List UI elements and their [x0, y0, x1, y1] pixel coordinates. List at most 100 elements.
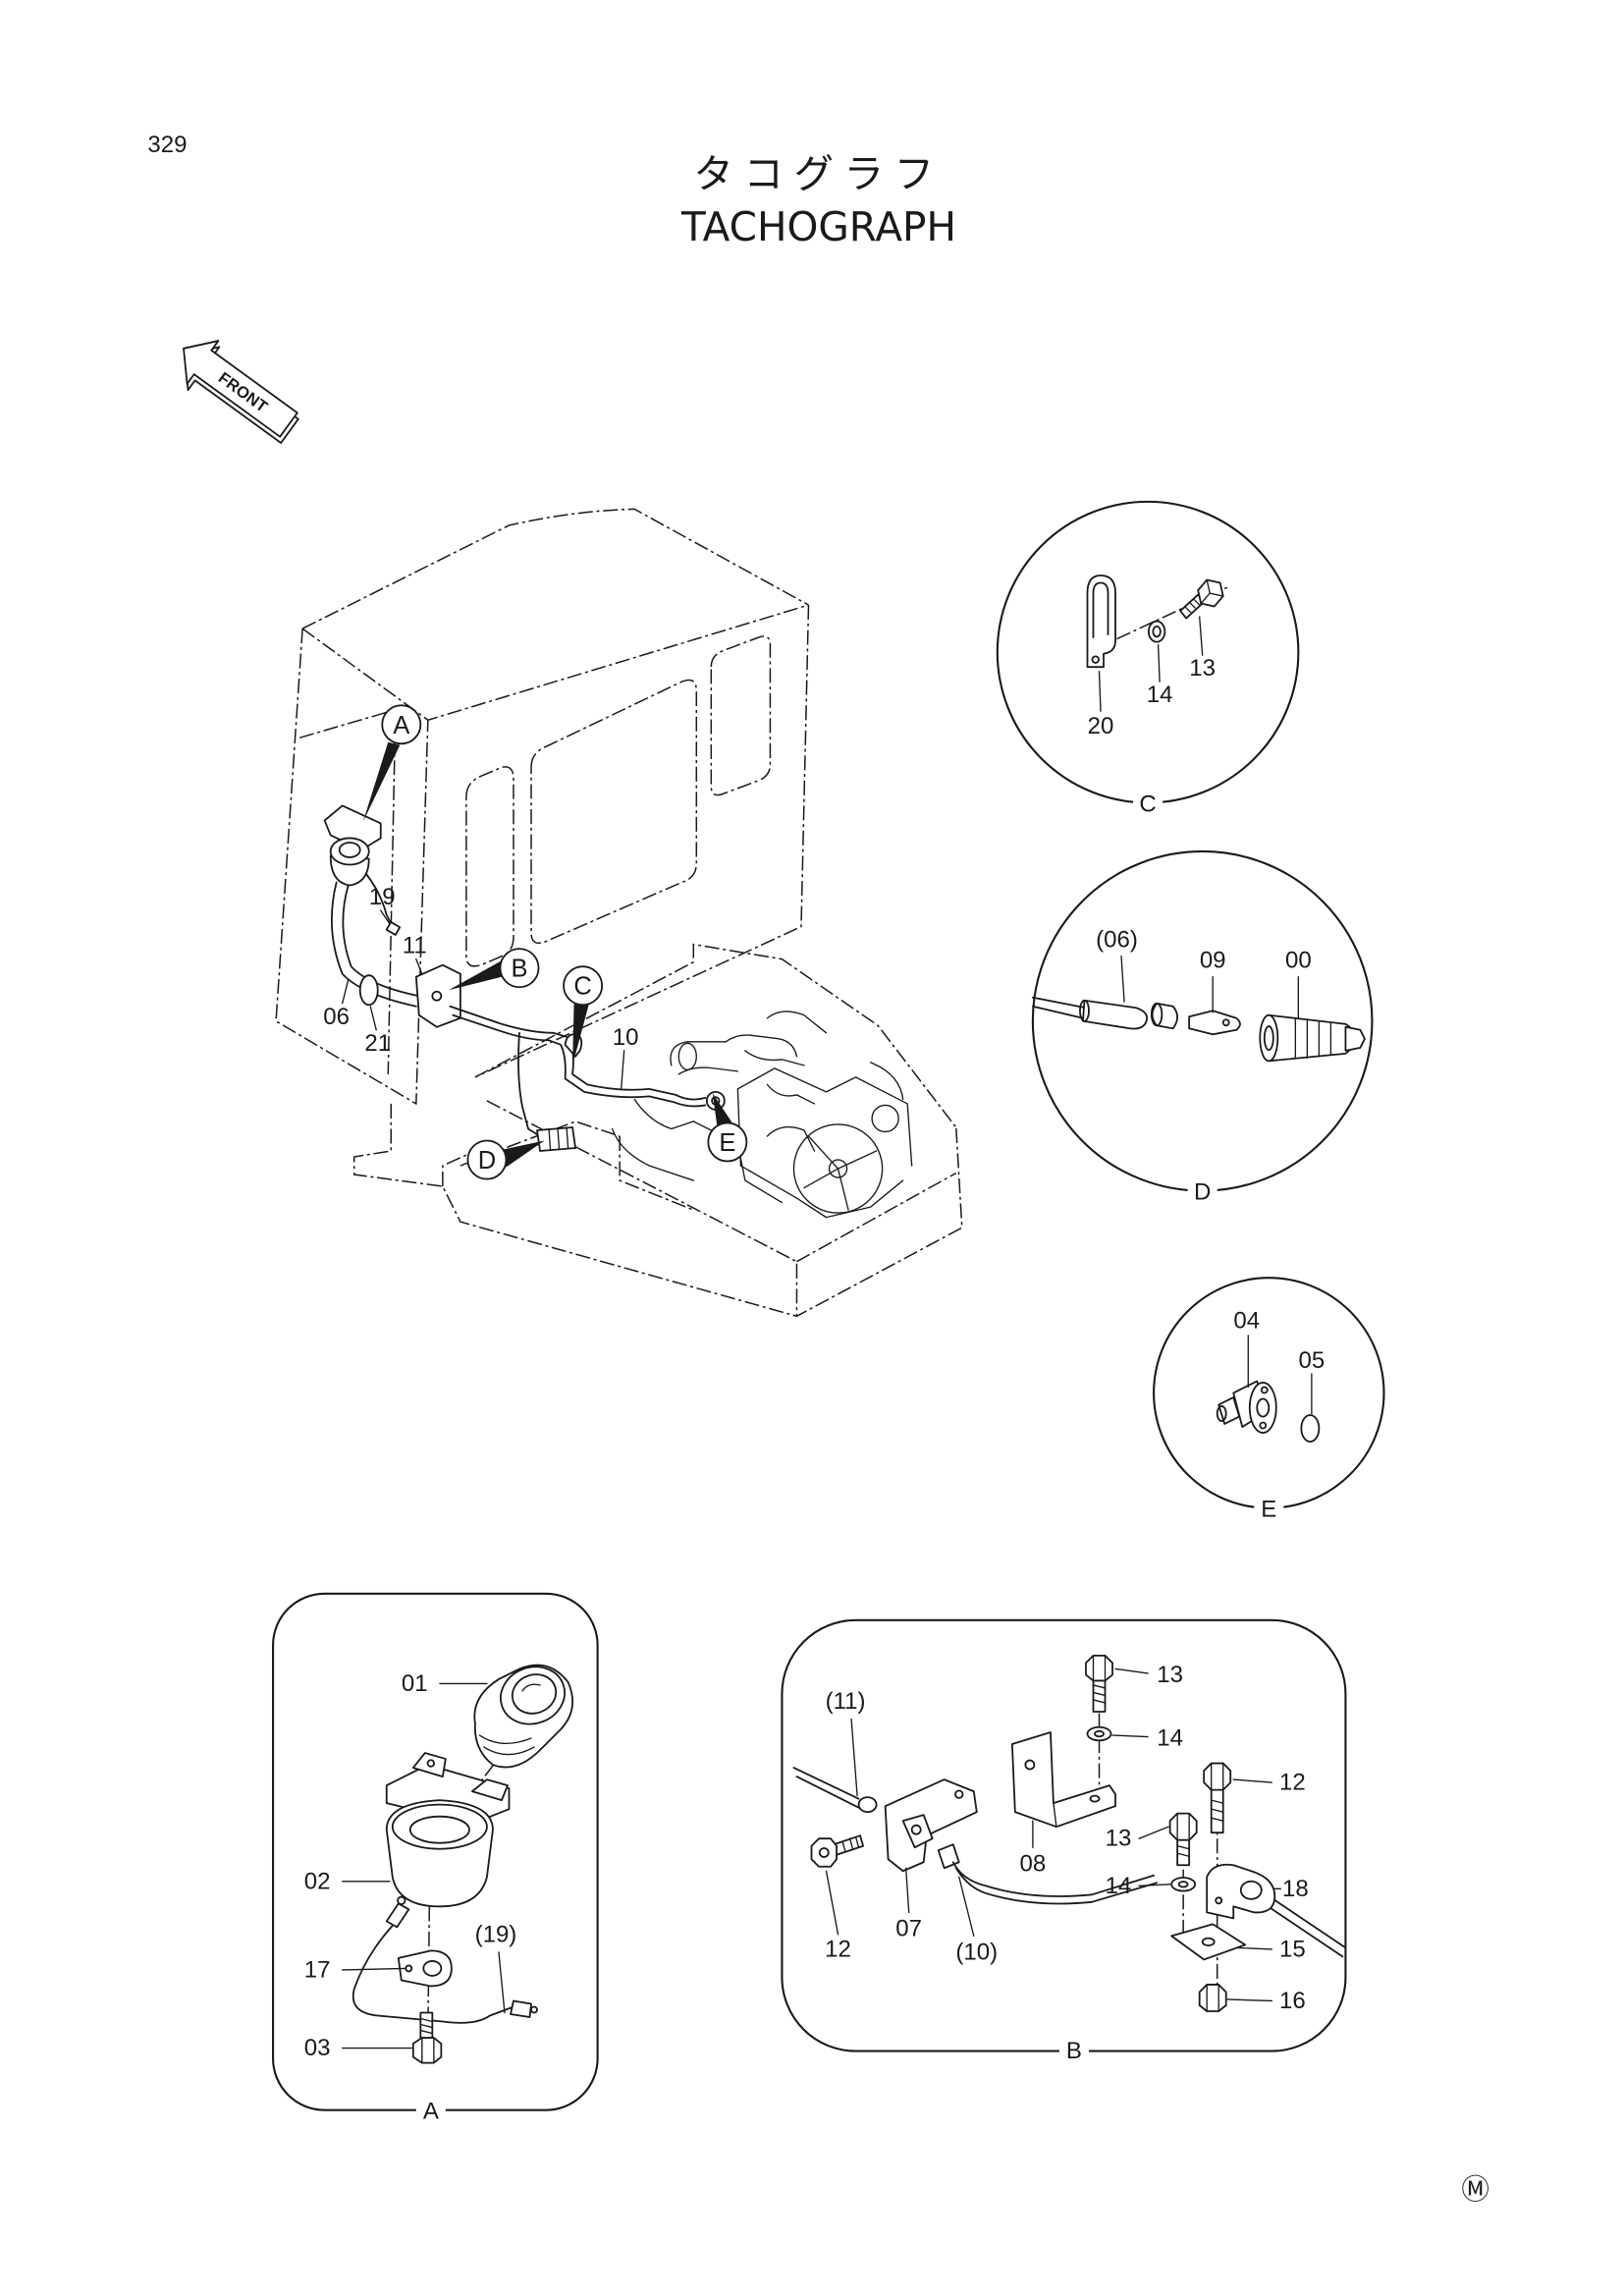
- clamp-21: [358, 974, 379, 1007]
- callout-b-label: B: [511, 956, 527, 983]
- bolt-13-upper: [1085, 1654, 1113, 1713]
- front-arrow-body: [183, 340, 298, 438]
- cab-window-left: [465, 766, 514, 967]
- page-title: TACHOGRAPH: [680, 203, 956, 250]
- detail-b-part-08: 08: [1020, 1850, 1047, 1877]
- harness-19: [364, 872, 394, 928]
- tachograph-assembly-in-cab: [323, 804, 726, 1152]
- bracket-11: [414, 963, 461, 1028]
- detail-b-part-15: 15: [1279, 1936, 1306, 1962]
- detail-b-part-14-middle: 14: [1106, 1873, 1132, 1899]
- detail-d-label-gap: [1187, 1175, 1217, 1206]
- callout-e: E: [707, 1093, 748, 1163]
- bolt-13: [1179, 578, 1224, 620]
- washer-14-middle: [1170, 1877, 1197, 1892]
- callout-a: A: [362, 704, 422, 822]
- detail-a-part-01: 01: [402, 1670, 428, 1697]
- cab-window-right: [710, 635, 772, 796]
- main-view-part-numbers: 19 11 06 21 10: [323, 884, 639, 1090]
- nut-16: [1198, 1984, 1227, 2012]
- o-ring-05: [1300, 1414, 1321, 1443]
- tachograph-gauge: [329, 837, 370, 866]
- detail-b-label-gap: [1058, 2035, 1089, 2065]
- detail-b-part-13-middle: 13: [1106, 1826, 1132, 1852]
- detail-b-part-18: 18: [1282, 1876, 1309, 1902]
- main-machine-view: A B C D E 19 11 06: [275, 508, 963, 1318]
- sensor-04: [1216, 1380, 1277, 1434]
- detail-b-part-11: (11): [826, 1688, 866, 1715]
- detail-c-part-14: 14: [1147, 682, 1173, 708]
- part-number-11: 11: [403, 933, 427, 959]
- upper-structure-outline: [352, 943, 963, 1318]
- connector-00: [1259, 1013, 1366, 1063]
- cab-outline: [275, 508, 810, 1106]
- cable-11-end: [792, 1767, 878, 1814]
- harness-19: [352, 1895, 538, 2024]
- tachograph-gauge-01: [473, 1664, 574, 1769]
- detail-a-label-gap: [415, 2095, 446, 2125]
- detail-a: A: [272, 1592, 599, 2125]
- bolt-12-right: [1203, 1762, 1232, 1834]
- sensor-at-d: [536, 1126, 576, 1152]
- detail-b-label: B: [1066, 2038, 1082, 2064]
- part-number-19: 19: [369, 884, 396, 910]
- detail-e-part-04: 04: [1233, 1307, 1260, 1334]
- detail-a-part-02: 02: [304, 1868, 331, 1894]
- callout-c: C: [563, 965, 604, 1066]
- detail-e-label: E: [1261, 1497, 1276, 1523]
- detail-d-part-09: 09: [1200, 948, 1226, 974]
- part-number-10: 10: [613, 1024, 639, 1051]
- callout-a-label: A: [393, 712, 409, 739]
- callout-c-label: C: [573, 973, 591, 1001]
- engine: [611, 1011, 913, 1219]
- washer-14-upper: [1086, 1725, 1112, 1742]
- page-number: 329: [147, 132, 187, 158]
- pin-09: [1188, 1010, 1241, 1036]
- detail-a-label: A: [423, 2099, 439, 2125]
- cable-10: [449, 1005, 707, 1101]
- detail-d-label: D: [1194, 1179, 1211, 1206]
- callout-b: B: [448, 948, 540, 991]
- detail-c-label-gap: [1133, 788, 1163, 818]
- page-title-japanese: タコグラフ: [693, 150, 944, 197]
- detail-a-part-17: 17: [304, 1956, 331, 1983]
- bolt-12-left: [810, 1834, 864, 1868]
- plate-15: [1170, 1923, 1247, 1961]
- tachograph-bracket: [323, 804, 382, 851]
- detail-c-part-13: 13: [1189, 655, 1216, 682]
- part-number-06: 06: [323, 1004, 350, 1030]
- detail-d-part-06: (06): [1096, 927, 1138, 954]
- detail-b-part-14-upper: 14: [1157, 1725, 1183, 1752]
- detail-b-part-07: 07: [895, 1915, 922, 1941]
- clamp-17: [397, 1949, 453, 1988]
- detail-c-label: C: [1139, 791, 1156, 817]
- detail-c-part-20: 20: [1088, 713, 1114, 739]
- detail-d: D (06) 09 00: [1031, 849, 1374, 1206]
- detail-b-part-12-right: 12: [1279, 1770, 1306, 1796]
- part-number-21: 21: [364, 1030, 391, 1057]
- clamp-18: [1206, 1863, 1276, 1920]
- p-clamp-20: [1086, 574, 1116, 669]
- cable-06-end: [1031, 996, 1179, 1030]
- detail-d-part-00: 00: [1285, 948, 1312, 974]
- detail-e-part-05: 05: [1299, 1347, 1325, 1374]
- callout-e-label: E: [719, 1129, 735, 1157]
- bolt-13-middle: [1168, 1812, 1198, 1867]
- detail-a-part-19: (19): [475, 1921, 517, 1947]
- bolt-03: [411, 2011, 443, 2064]
- engine-fan: [792, 1123, 884, 1214]
- bracket-08: [1010, 1731, 1116, 1829]
- cab-window-center: [530, 679, 698, 945]
- detail-c: C 20 14 13: [996, 500, 1300, 818]
- detail-b: B: [781, 1618, 1347, 2065]
- detail-e-label-gap: [1254, 1493, 1284, 1523]
- callout-d: D: [466, 1139, 545, 1180]
- detail-b-part-12-left: 12: [825, 1936, 851, 1962]
- detail-b-part-16: 16: [1279, 1988, 1306, 2014]
- detail-b-part-10: (10): [955, 1939, 998, 1965]
- manufacturer-mark: Ⓜ: [1461, 2173, 1489, 2206]
- detail-a-part-03: 03: [304, 2035, 331, 2061]
- washer-14: [1147, 620, 1166, 643]
